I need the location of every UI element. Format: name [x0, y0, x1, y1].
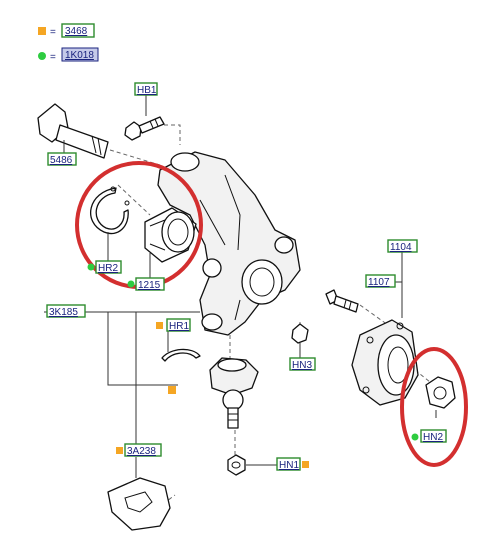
callout-3k185[interactable]: 3K185	[46, 304, 86, 318]
svg-text:HN3: HN3	[292, 360, 312, 371]
hr1-orange-marker	[156, 322, 163, 329]
legend: = 3468 = 1K018	[38, 23, 99, 63]
highlight-circles	[75, 161, 468, 467]
wheel-bearing-1215[interactable]	[144, 207, 197, 263]
svg-text:HR1: HR1	[169, 321, 189, 332]
1215-green-marker	[127, 280, 135, 288]
svg-text:HN1: HN1	[279, 460, 299, 471]
bolt-hb1[interactable]	[124, 116, 165, 141]
legend-equals-2: =	[50, 52, 56, 63]
wheel-hub-1104[interactable]	[351, 319, 419, 406]
callout-3a238[interactable]: 3A238	[116, 443, 162, 457]
nut-hn3[interactable]	[291, 323, 309, 344]
svg-text:1104: 1104	[390, 242, 412, 253]
legend-green-code-box[interactable]	[61, 47, 99, 62]
svg-text:1215: 1215	[138, 280, 161, 291]
callout-hn1[interactable]: HN1	[276, 457, 309, 471]
callout-1107[interactable]: 1107	[365, 274, 396, 288]
wheel-stud-1107[interactable]	[325, 289, 359, 313]
circlip-hr1[interactable]	[161, 348, 201, 362]
legend-orange-marker	[38, 27, 46, 35]
circlip-hr2[interactable]	[90, 186, 130, 235]
callout-hn3[interactable]: HN3	[289, 357, 316, 371]
callout-hr1[interactable]: HR1	[156, 318, 191, 332]
svg-text:5486: 5486	[50, 155, 73, 166]
svg-text:3A238: 3A238	[127, 446, 156, 457]
callout-1104[interactable]: 1104	[387, 239, 418, 253]
hn1-orange-marker	[302, 461, 309, 468]
legend-green-marker	[38, 52, 46, 60]
callout-hr2[interactable]: HR2	[87, 260, 122, 274]
legend-orange-code[interactable]: 3468	[65, 26, 88, 37]
highlight-hub-nut	[400, 347, 468, 467]
svg-text:1107: 1107	[368, 277, 390, 288]
legend-orange-code-box[interactable]	[61, 23, 95, 38]
hr2-green-marker	[87, 263, 95, 271]
legend-equals-1: =	[50, 27, 56, 38]
svg-text:HB1: HB1	[137, 85, 157, 96]
bolt-5486[interactable]	[37, 103, 109, 159]
svg-text:3K185: 3K185	[49, 307, 78, 318]
legend-green-code[interactable]: 1K018	[65, 50, 94, 61]
hn2-green-marker	[411, 433, 419, 441]
callout-hb1[interactable]: HB1	[134, 82, 158, 96]
nut-hn2[interactable]	[425, 376, 456, 409]
ball-joint-orange-marker	[168, 386, 176, 394]
svg-text:HN2: HN2	[423, 432, 443, 443]
3a238-orange-marker	[116, 447, 123, 454]
callout-5486[interactable]: 5486	[47, 152, 77, 166]
nut-hn1[interactable]	[227, 454, 246, 476]
callout-hn2[interactable]: HN2	[411, 429, 447, 443]
dust-shield-3a238[interactable]	[107, 477, 171, 531]
callout-1215[interactable]: 1215	[127, 277, 165, 291]
svg-text:HR2: HR2	[98, 263, 118, 274]
ball-joint[interactable]	[209, 357, 259, 429]
